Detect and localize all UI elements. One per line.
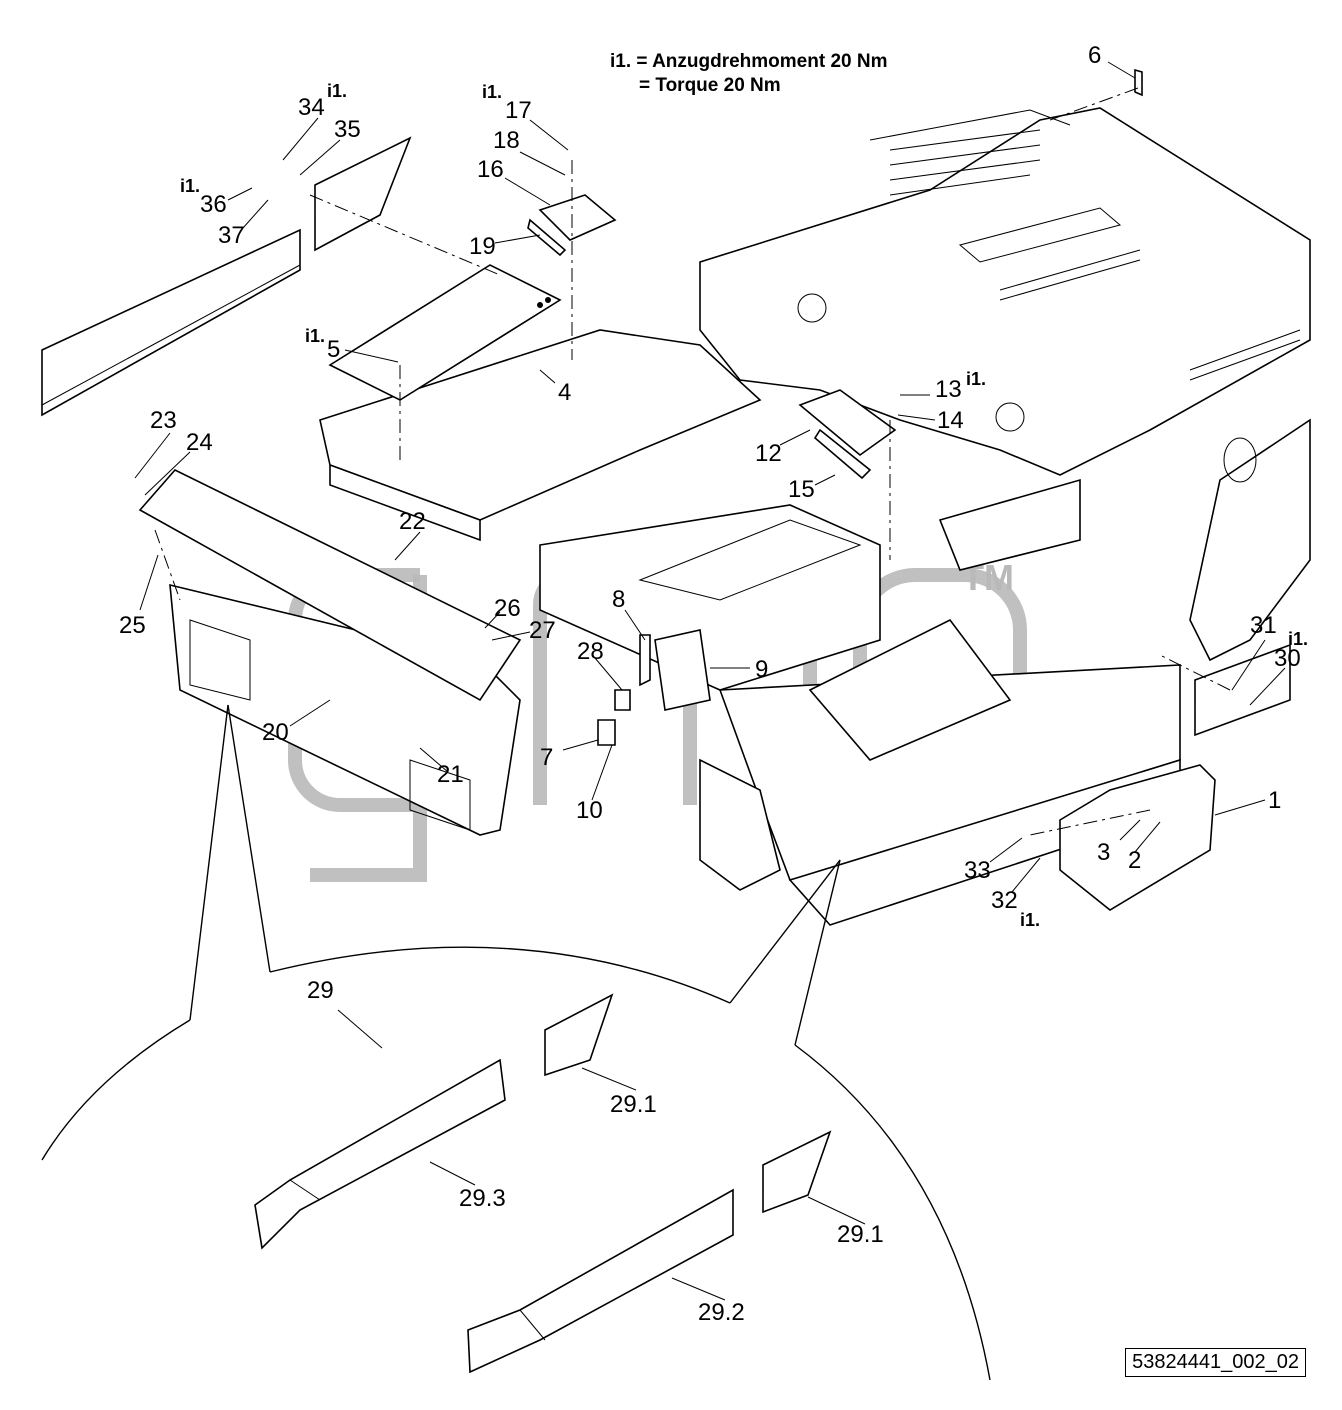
callout-14: 14	[937, 407, 964, 434]
callout-33: 33	[964, 857, 991, 884]
callout-labels: 1 2 3 4 5 6 7 8 9 10 12 13 14 15 16 17 1…	[119, 42, 1301, 1326]
torque-marker-17: i1.	[482, 82, 502, 102]
detail-part-29-1-lower	[762, 1130, 832, 1214]
detail-part-29-2	[467, 1188, 734, 1374]
callout-29: 29	[307, 977, 334, 1004]
side-panel-30	[1194, 643, 1291, 737]
callout-32: 32	[991, 887, 1018, 914]
left-rail-plate	[41, 228, 301, 417]
callout-22: 22	[399, 508, 426, 535]
callout-29-2: 29.2	[698, 1299, 745, 1326]
callout-23: 23	[150, 407, 177, 434]
cover-plate-24	[138, 469, 522, 702]
callout-7: 7	[540, 744, 553, 771]
callout-8: 8	[612, 586, 625, 613]
torque-marker-34: i1.	[327, 81, 347, 101]
callout-30: 30	[1274, 645, 1301, 672]
bracket-16	[538, 194, 617, 241]
callout-20: 20	[262, 719, 289, 746]
side-panel-1	[1059, 764, 1216, 911]
torque-note-line1: i1. = Anzugdrehmoment 20 Nm	[610, 51, 888, 72]
callout-9: 9	[755, 656, 768, 683]
callout-16: 16	[477, 156, 504, 183]
torque-marker-13: i1.	[966, 369, 986, 389]
strip-19	[527, 218, 567, 257]
callout-1: 1	[1268, 787, 1281, 814]
callout-15: 15	[788, 476, 815, 503]
callout-26: 26	[494, 595, 521, 622]
end-plate-upper	[314, 136, 412, 252]
clip-6	[1134, 68, 1143, 97]
callout-25: 25	[119, 612, 146, 639]
callout-31: 31	[1250, 612, 1277, 639]
torque-marker-5: i1.	[305, 326, 325, 346]
callout-18: 18	[493, 127, 520, 154]
callout-17: 17	[505, 97, 532, 124]
callout-24: 24	[186, 429, 213, 456]
callout-37: 37	[218, 222, 245, 249]
main-frame	[169, 107, 1311, 926]
document-number: 53824441_002_02	[1125, 1348, 1306, 1377]
callout-34: 34	[298, 94, 325, 121]
torque-markers: i1. i1. i1. i1. i1. i1. i1.	[180, 81, 1308, 930]
callout-6: 6	[1088, 42, 1101, 69]
torque-marker-31: i1.	[1288, 629, 1308, 649]
handle-8-9	[597, 629, 711, 746]
callout-10: 10	[576, 797, 603, 824]
detail-envelope	[41, 704, 991, 1381]
callout-19: 19	[469, 233, 496, 260]
bracket-12	[798, 389, 897, 480]
detail-part-29-3	[254, 1058, 506, 1250]
torque-marker-36: i1.	[180, 176, 200, 196]
torque-marker-32: i1.	[1020, 910, 1040, 930]
callout-28: 28	[577, 638, 604, 665]
callout-36: 36	[200, 191, 227, 218]
callout-29-3: 29.3	[459, 1185, 506, 1212]
callout-35: 35	[334, 116, 361, 143]
leader-lines	[134, 61, 1286, 1301]
callout-21: 21	[437, 761, 464, 788]
callout-5: 5	[327, 336, 340, 363]
callout-29-1-upper: 29.1	[610, 1091, 657, 1118]
assembly-lines	[154, 87, 1231, 836]
callout-4: 4	[558, 379, 571, 406]
callout-2: 2	[1128, 847, 1141, 874]
callout-29-1-lower: 29.1	[837, 1221, 884, 1248]
detail-part-29-1-upper	[544, 993, 614, 1077]
callout-27: 27	[529, 617, 556, 644]
callout-12: 12	[755, 440, 782, 467]
cover-plate-4	[328, 264, 562, 401]
callout-3: 3	[1097, 839, 1110, 866]
torque-note-line2: = Torque 20 Nm	[639, 75, 781, 96]
callout-13: 13	[935, 376, 962, 403]
